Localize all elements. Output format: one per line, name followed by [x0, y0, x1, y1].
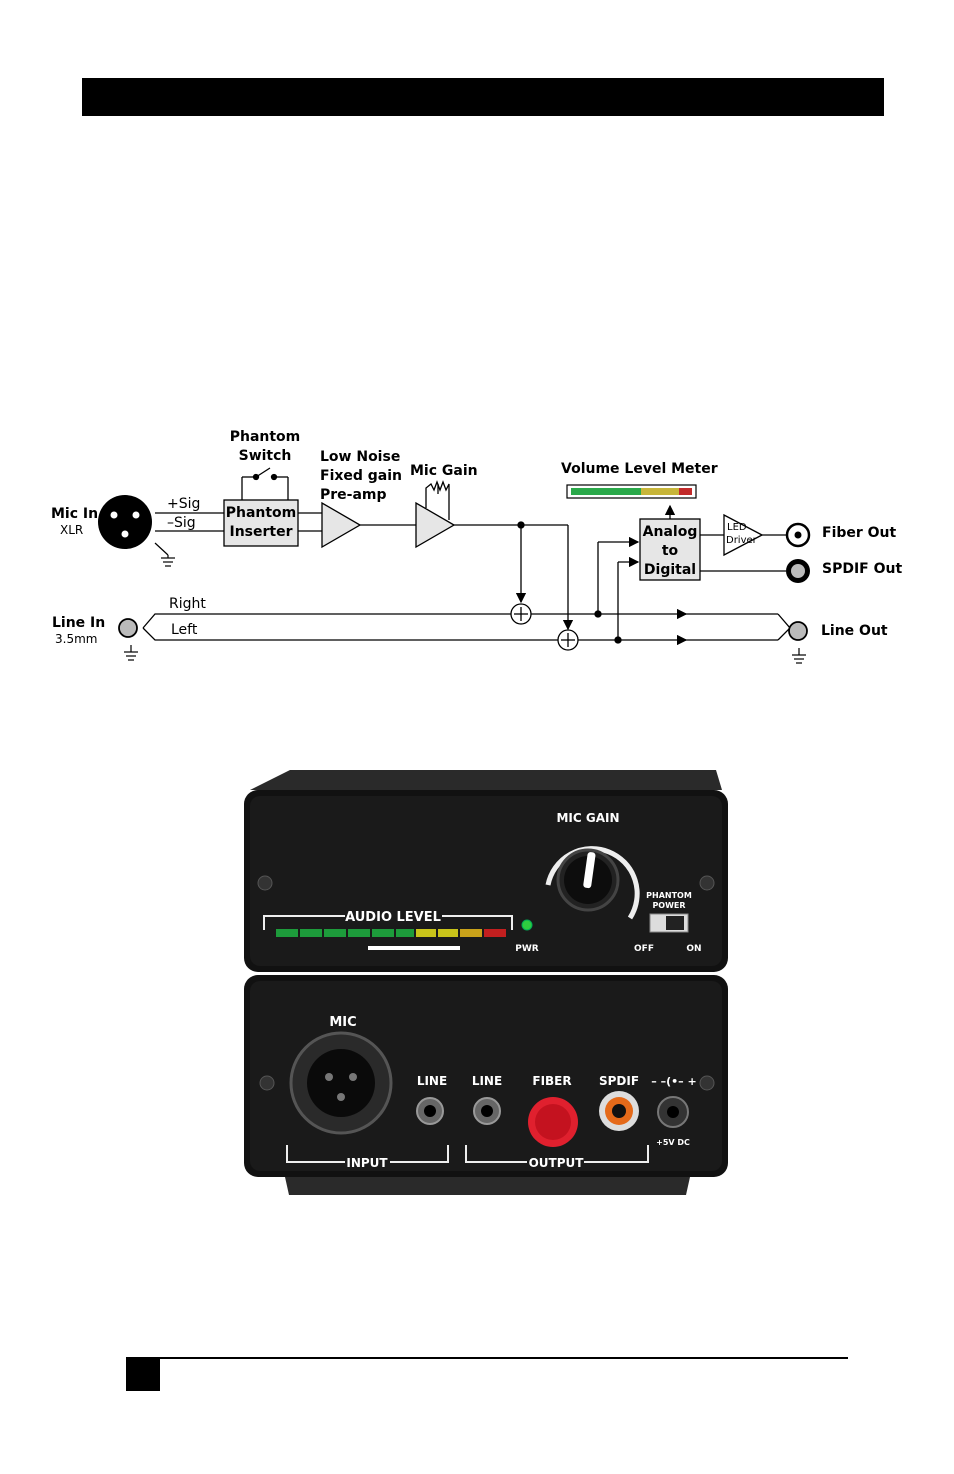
right-channel-label: Right	[169, 596, 206, 612]
fiber-out-jack-icon	[787, 524, 809, 546]
pwr-label: PWR	[515, 944, 539, 954]
preamp-label-2: Fixed gain	[320, 468, 402, 484]
fiber-out-jack[interactable]	[528, 1097, 578, 1147]
xlr-input-jack[interactable]	[291, 1033, 391, 1133]
line-out-port-label: LINE	[472, 1074, 502, 1088]
plus-sig-label: +Sig	[167, 496, 200, 512]
fiber-port-label: FIBER	[532, 1074, 571, 1088]
mic-port-label: MIC	[329, 1015, 356, 1030]
phantom-power-switch[interactable]	[650, 914, 688, 932]
phantom-on-label: ON	[686, 944, 701, 954]
mic-gain-label: Mic Gain	[410, 463, 478, 479]
phantom-inserter-label-2: Inserter	[230, 524, 293, 540]
adc-label-1: Analog	[643, 524, 698, 540]
spdif-out-label: SPDIF Out	[822, 561, 902, 577]
led-driver-label-2: Driver	[726, 535, 758, 546]
input-label: INPUT	[346, 1156, 388, 1170]
polarity-label: – –(•– +	[651, 1075, 696, 1088]
phantom-switch-label-1: Phantom	[230, 429, 301, 445]
volume-meter-bar	[567, 485, 696, 498]
line-in-port-label: LINE	[417, 1074, 447, 1088]
line-in-size-label: 3.5mm	[55, 632, 97, 646]
left-channel-label: Left	[171, 622, 198, 638]
xlr-label: XLR	[60, 523, 83, 537]
phantom-power-label-1: PHANTOM	[646, 891, 692, 900]
dc-power-jack[interactable]	[658, 1097, 688, 1127]
spdif-port-label: SPDIF	[599, 1074, 639, 1088]
xlr-connector-icon	[98, 495, 152, 549]
footer-rule	[126, 1357, 848, 1359]
adc-label-3: Digital	[644, 562, 696, 578]
power-led-icon	[522, 920, 532, 930]
line-out-jack-icon	[789, 622, 807, 640]
ground-icon	[124, 645, 138, 660]
meter-underline	[368, 946, 460, 950]
audio-level-label: AUDIO LEVEL	[345, 910, 441, 925]
front-panel	[244, 770, 728, 972]
device-photo: MIC GAIN PHANTOM POWER OFF ON AUDIO LEVE…	[238, 760, 738, 1210]
line-out-jack[interactable]	[474, 1098, 500, 1124]
preamp-label-1: Low Noise	[320, 449, 400, 465]
line-in-label: Line In	[52, 615, 105, 631]
volume-meter-label: Volume Level Meter	[561, 461, 718, 477]
phantom-switch-label-2: Switch	[239, 448, 292, 464]
ground-icon	[155, 543, 175, 566]
header-bar	[82, 78, 884, 116]
output-label: OUTPUT	[529, 1156, 585, 1170]
minus-sig-label: –Sig	[167, 515, 196, 531]
spdif-out-jack-icon	[786, 559, 810, 583]
audio-level-meter	[276, 929, 506, 937]
phantom-power-label-2: POWER	[652, 901, 685, 910]
phantom-off-label: OFF	[634, 944, 654, 954]
line-in-jack-icon	[119, 619, 137, 637]
dc-voltage-label: +5V DC	[656, 1138, 690, 1147]
phantom-inserter-label-1: Phantom	[226, 505, 297, 521]
mic-in-label: Mic In	[51, 506, 98, 522]
phantom-switch-symbol	[242, 468, 288, 500]
summer-left-icon	[558, 630, 578, 650]
summer-right-icon	[511, 604, 531, 624]
ground-icon	[792, 648, 806, 663]
spdif-out-jack[interactable]	[599, 1091, 639, 1131]
fiber-out-label: Fiber Out	[822, 525, 897, 541]
mic-gain-knob-label: MIC GAIN	[556, 811, 619, 825]
preamp-label-3: Pre-amp	[320, 487, 387, 503]
adc-label-2: to	[662, 543, 679, 559]
block-diagram: Phantom Switch Low Noise Fixed gain Pre-…	[0, 410, 954, 690]
line-out-label: Line Out	[821, 623, 888, 639]
line-in-jack[interactable]	[417, 1098, 443, 1124]
page-number-box	[126, 1357, 160, 1391]
led-driver-label-1: LED	[727, 522, 747, 533]
